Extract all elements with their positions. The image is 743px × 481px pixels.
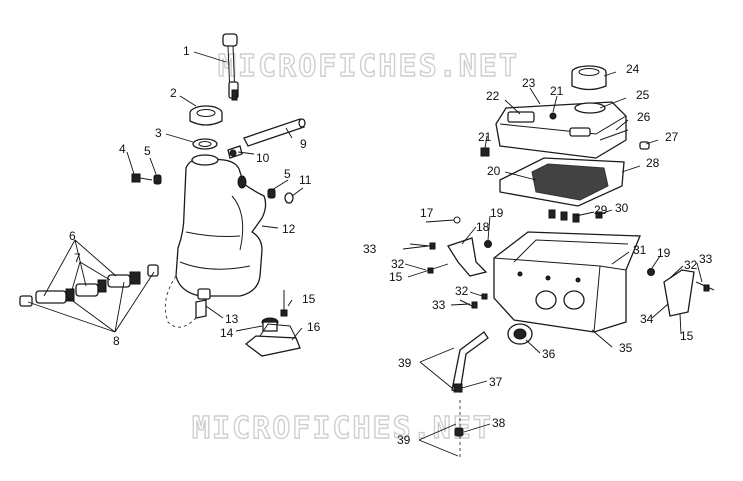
callout-23: 23 <box>522 76 536 90</box>
callout-18: 18 <box>476 220 490 234</box>
fuel-tank-assembly <box>19 33 306 357</box>
lid-seal <box>499 157 625 207</box>
vent-fitting <box>227 145 243 159</box>
fuel-gauge-sender <box>222 33 239 101</box>
callout-34: 34 <box>640 312 654 326</box>
callout-16: 16 <box>307 320 321 334</box>
vent-hose <box>243 118 306 147</box>
callout-35: 35 <box>619 341 633 355</box>
rubber-washer-right <box>267 188 276 199</box>
callout-15-left: 15 <box>302 292 316 306</box>
callout-5-left: 5 <box>144 144 151 158</box>
callout-22: 22 <box>486 89 500 103</box>
callout-24: 24 <box>626 62 640 76</box>
callout-11: 11 <box>299 173 312 187</box>
storage-box-assembly <box>409 65 715 460</box>
callout-14: 14 <box>220 326 234 340</box>
retaining-strap <box>451 331 489 460</box>
valve-bracket <box>244 323 301 357</box>
callout-6: 6 <box>69 229 76 243</box>
callout-17: 17 <box>420 206 434 220</box>
callout-labels: 1 2 3 4 5 5 6 7 8 9 10 11 12 13 14 15 16… <box>69 44 713 447</box>
leader-lines <box>27 51 703 457</box>
callout-4: 4 <box>119 142 126 156</box>
callout-2: 2 <box>170 86 177 100</box>
callout-39-lower: 39 <box>397 433 411 447</box>
small-washer <box>453 216 461 224</box>
callout-33-mid: 33 <box>432 298 446 312</box>
callout-32-left: 32 <box>391 257 405 271</box>
nut-mid <box>481 293 488 300</box>
side-latch <box>663 269 695 317</box>
latch-bracket <box>447 237 488 277</box>
callout-33-left: 33 <box>363 242 377 256</box>
callout-8: 8 <box>113 334 120 348</box>
lid-clip-left <box>480 147 490 157</box>
callout-26: 26 <box>637 110 651 124</box>
callout-33-right: 33 <box>699 252 713 266</box>
callout-30: 30 <box>615 201 629 215</box>
callout-12: 12 <box>282 222 296 236</box>
storage-lid <box>495 101 627 159</box>
callout-5-right: 5 <box>284 167 291 181</box>
grommet-right <box>647 268 655 276</box>
callout-1: 1 <box>183 44 190 58</box>
screw-left-upper <box>409 242 436 250</box>
flat-washer <box>284 192 294 204</box>
fuel-cap <box>189 105 223 126</box>
callout-38: 38 <box>492 416 506 430</box>
callout-15-mid: 15 <box>389 270 403 284</box>
callout-19-left: 19 <box>490 206 504 220</box>
callout-21-top: 21 <box>550 84 564 98</box>
callout-36: 36 <box>542 347 556 361</box>
callout-37: 37 <box>489 375 503 389</box>
fuel-tank <box>164 154 267 328</box>
petcock-cap <box>261 317 279 332</box>
callout-29: 29 <box>594 203 608 217</box>
stud-bolt-left <box>280 290 288 317</box>
callout-9: 9 <box>300 137 307 151</box>
storage-box <box>493 231 641 333</box>
watermark-bottom: MICROFICHES.NET <box>192 411 493 446</box>
callout-25: 25 <box>636 88 650 102</box>
rubber-washer-left <box>153 174 162 185</box>
callout-20: 20 <box>487 164 501 178</box>
hinge-hardware <box>548 209 603 223</box>
drain-plug <box>507 323 533 345</box>
fuel-line-fittings <box>19 264 159 307</box>
callout-31: 31 <box>633 243 647 257</box>
callout-7: 7 <box>74 251 81 265</box>
filler-cap <box>571 65 607 91</box>
callout-15-right: 15 <box>680 329 694 343</box>
callout-27: 27 <box>665 130 679 144</box>
callout-39-upper: 39 <box>398 356 412 370</box>
callout-3: 3 <box>155 126 162 140</box>
hinge-rod <box>599 129 629 141</box>
callout-28: 28 <box>646 156 660 170</box>
callout-32-mid: 32 <box>455 284 469 298</box>
screw-left-lower <box>459 299 478 309</box>
fuel-outlet-fitting <box>195 288 211 319</box>
callout-10: 10 <box>256 151 270 165</box>
cap-gasket <box>192 138 218 150</box>
callout-21-left: 21 <box>478 130 492 144</box>
grommet-left <box>484 240 492 248</box>
callout-13: 13 <box>225 312 239 326</box>
callout-19-right: 19 <box>657 246 671 260</box>
callout-32-right: 32 <box>684 258 698 272</box>
screw-right <box>695 281 715 292</box>
watermark-top: MICROFICHES.NET <box>218 49 519 84</box>
mounting-screw <box>131 173 153 183</box>
